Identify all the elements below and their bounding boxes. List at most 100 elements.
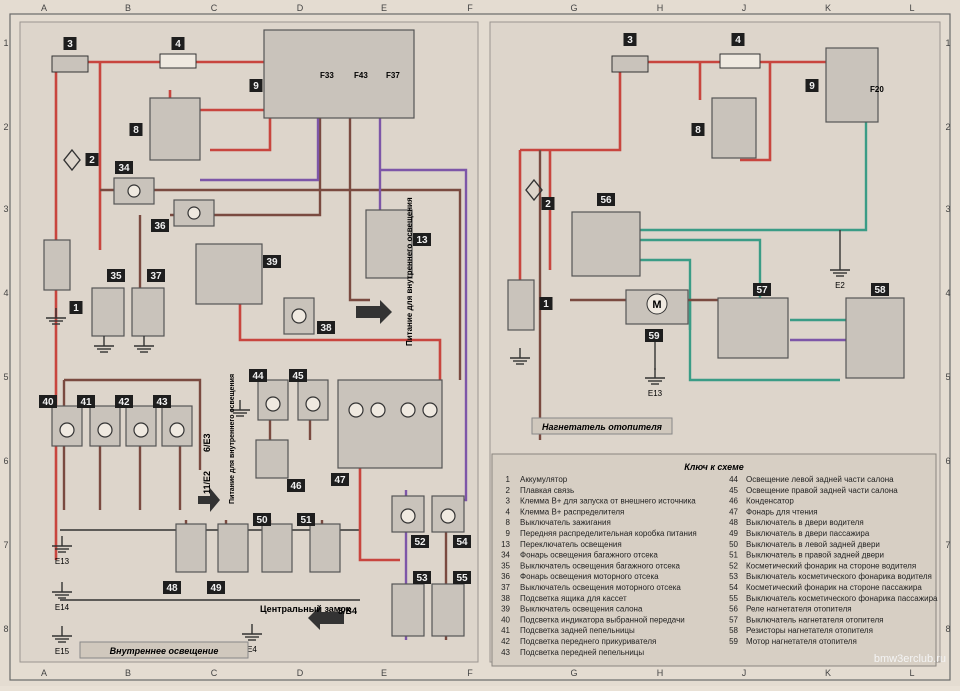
component-label-badge <box>207 581 225 594</box>
grid-column-label: K <box>825 668 831 678</box>
component-label: 9 <box>809 81 815 92</box>
grid-row-label: 3 <box>945 204 950 214</box>
interior-power-note-2: Питание для внутреннего освещения <box>229 374 236 504</box>
component-label-badge <box>151 219 169 232</box>
component-label: 9 <box>253 81 259 92</box>
key-item-text: Фонарь освещения багажного отсека <box>520 551 658 560</box>
blower-relay <box>571 211 641 277</box>
ground-label: E15 <box>55 647 70 656</box>
grid-column-label: F <box>467 3 473 13</box>
key-item-text: Выключатель косметического фонарика води… <box>746 572 932 581</box>
component-label-badge <box>413 233 431 246</box>
grid-row-label: 7 <box>945 540 950 550</box>
grid-column-label: G <box>570 668 577 678</box>
key-item-number: 49 <box>729 529 738 538</box>
component-label-badge <box>597 193 615 206</box>
component-label-badge <box>249 369 267 382</box>
key-item-number: 52 <box>729 561 738 570</box>
rear-left-door-switch <box>261 523 293 573</box>
boot-light <box>113 177 155 205</box>
connector-label: 6/E3 <box>202 433 212 452</box>
boot-light-switch <box>91 287 125 337</box>
fuse-label: F20 <box>870 85 884 94</box>
key-item-text: Мотор нагнетателя отопителя <box>746 637 857 646</box>
grid-column-label: G <box>570 3 577 13</box>
component-label: 57 <box>756 285 768 296</box>
grid-row-label: 6 <box>3 456 8 466</box>
key-item-text: Выключатель нагнетателя отопителя <box>746 615 884 624</box>
component-label-badge <box>85 153 99 166</box>
key-panel <box>491 453 937 667</box>
right-caption: Нагнетатель отопителя <box>542 422 663 432</box>
grid-row-label: 6 <box>945 456 950 466</box>
grid-row-label: 5 <box>3 372 8 382</box>
component-label-badge <box>331 473 349 486</box>
key-item-number: 58 <box>729 626 738 635</box>
battery-left <box>43 239 71 291</box>
connector-label: 11/E2 <box>202 471 212 494</box>
component-label: 40 <box>42 397 54 408</box>
component-label: 43 <box>156 397 168 408</box>
watermark: bmw3erclub.ru <box>874 653 946 665</box>
key-item-number: 1 <box>506 475 511 484</box>
grid-column-label: F <box>467 668 473 678</box>
component-label: 59 <box>648 331 660 342</box>
lamp-symbols <box>59 184 456 524</box>
key-item-number: 57 <box>729 615 738 624</box>
component-label-badge <box>871 283 889 296</box>
ignition-switch <box>149 97 201 161</box>
component-label: 4 <box>735 35 741 46</box>
key-item-number: 40 <box>501 615 510 624</box>
component-label-badge <box>453 571 471 584</box>
component-label: 42 <box>118 397 130 408</box>
grid-column-label: C <box>211 668 218 678</box>
ground-label: E4 <box>247 645 257 654</box>
component-label-badge <box>171 37 185 50</box>
component-label: 1 <box>543 299 549 310</box>
fuse-label: F43 <box>354 71 368 80</box>
lighting-switch <box>365 209 413 279</box>
key-item-text: Переключатель освещения <box>520 540 622 549</box>
key-item-number: 39 <box>501 605 510 614</box>
component-label-badge <box>297 513 315 526</box>
motor-symbol <box>646 293 668 315</box>
key-item-number: 46 <box>729 497 738 506</box>
grid-column-label: D <box>297 668 304 678</box>
component-label: 2 <box>89 155 95 166</box>
key-item-number: 54 <box>729 583 738 592</box>
grid-column-label: J <box>742 668 747 678</box>
key-item-text: Освещение правой задней части салона <box>746 486 898 495</box>
passenger-door-switch <box>217 523 249 573</box>
component-label-badge <box>69 301 83 314</box>
component-label: 4 <box>175 39 181 50</box>
connector-arrow-6e3 <box>198 488 220 512</box>
component-label: 13 <box>416 235 428 246</box>
component-label-badge <box>623 33 637 46</box>
left-diagram-panel <box>19 21 479 663</box>
key-item-text: Выключатель косметического фонарика пасс… <box>746 594 938 603</box>
component-label: 8 <box>133 125 139 136</box>
key-item-number: 36 <box>501 572 510 581</box>
key-item-number: 42 <box>501 637 510 646</box>
key-item-number: 8 <box>506 518 511 527</box>
component-label-badge <box>115 395 133 408</box>
component-label: 3 <box>627 35 633 46</box>
key-item-text: Фонарь освещения моторного отсека <box>520 572 659 581</box>
component-label: 37 <box>150 271 162 282</box>
engine-bay-light-switch <box>131 287 165 337</box>
component-label: 54 <box>456 537 468 548</box>
driver-door-switch <box>175 523 207 573</box>
component-label: 39 <box>266 257 278 268</box>
key-item-text: Косметический фонарик на стороне водител… <box>746 561 916 570</box>
component-label-badge <box>317 321 335 334</box>
grid-row-label: 2 <box>945 122 950 132</box>
key-item-text: Реле нагнетателя отопителя <box>746 605 852 614</box>
component-label-badge <box>645 329 663 342</box>
reading-lamp <box>337 379 443 469</box>
grid-column-label: H <box>657 3 664 13</box>
key-item-number: 44 <box>729 475 738 484</box>
key-item-text: Освещение левой задней части салона <box>746 475 894 484</box>
component-label: 44 <box>252 371 264 382</box>
component-label-badge <box>289 369 307 382</box>
